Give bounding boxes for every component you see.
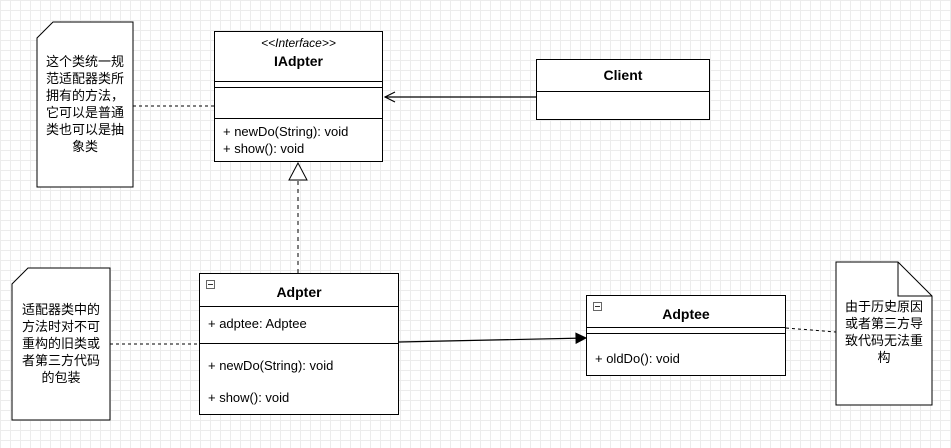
adapter-separator-2 — [200, 343, 398, 344]
adaptee-method-olddo: + oldDo(): void — [595, 351, 680, 366]
adaptee-separator-1 — [587, 327, 785, 328]
note-line: 的包装 — [41, 370, 81, 385]
adaptee-class[interactable]: Adptee + oldDo(): void — [586, 295, 786, 376]
adapter-class[interactable]: Adpter + adptee: Adptee + newDo(String):… — [199, 273, 399, 415]
adapter-attribute-adptee: + adptee: Adptee — [208, 316, 307, 331]
interface-class-iadpter[interactable]: <<Interface>> IAdpter + newDo(String): v… — [214, 31, 383, 162]
interface-separator-1 — [215, 81, 382, 82]
adapter-method-show: + show(): void — [208, 390, 290, 405]
adaptee-note-text: 由于历史原因 或者第三方导 致代码无法重 构 — [836, 298, 932, 366]
interface-method-newdo: + newDo(String): void — [223, 124, 349, 139]
adapter-name: Adpter — [276, 284, 322, 300]
realization-triangle — [288, 161, 308, 181]
interface-separator-2 — [215, 87, 382, 88]
interface-note-text: 这个类统一规 范适配器类所 拥有的方法， 它可以是普通 类也可以是抽 象类 — [37, 53, 133, 155]
adapter-collapse-toggle[interactable] — [206, 280, 215, 289]
note-shape-adaptee — [835, 261, 933, 406]
note-line: 或者第三方导 — [844, 316, 923, 331]
note-shape-adapter — [11, 267, 111, 421]
interface-stereotype: <<Interface>> — [261, 36, 336, 50]
interface-name: IAdpter — [274, 53, 323, 69]
note-line: 构 — [877, 350, 891, 365]
note-line: 这个类统一规 — [45, 54, 124, 69]
client-name: Client — [603, 67, 643, 83]
adaptee-note-link — [785, 327, 837, 333]
note-shape-interface — [36, 21, 134, 188]
note-line: 致代码无法重 — [844, 333, 923, 348]
note-line: 象类 — [71, 139, 98, 154]
note-line: 范适配器类所 — [45, 71, 124, 86]
interface-method-show: + show(): void — [223, 141, 305, 156]
note-line: 类也可以是抽 — [45, 122, 124, 137]
note-line: 方法时对不可 — [21, 319, 100, 334]
interface-separator-3 — [215, 118, 382, 119]
note-line: 重构的旧类或 — [21, 336, 100, 351]
client-class[interactable]: Client — [536, 59, 710, 120]
note-line: 适配器类中的 — [21, 302, 100, 317]
adaptee-name: Adptee — [662, 306, 710, 322]
client-separator — [537, 91, 709, 92]
note-line: 拥有的方法， — [45, 88, 124, 103]
adapter-note-text: 适配器类中的 方法时对不可 重构的旧类或 者第三方代码 的包装 — [12, 301, 110, 386]
note-line: 者第三方代码 — [21, 353, 100, 368]
note-line: 它可以是普通 — [45, 105, 124, 120]
adaptee-association-arrow — [398, 338, 586, 342]
adapter-separator-1 — [200, 306, 398, 307]
note-line: 由于历史原因 — [844, 299, 923, 314]
adaptee-separator-2 — [587, 333, 785, 334]
adaptee-collapse-toggle[interactable] — [593, 302, 602, 311]
adapter-method-newdo: + newDo(String): void — [208, 358, 334, 373]
